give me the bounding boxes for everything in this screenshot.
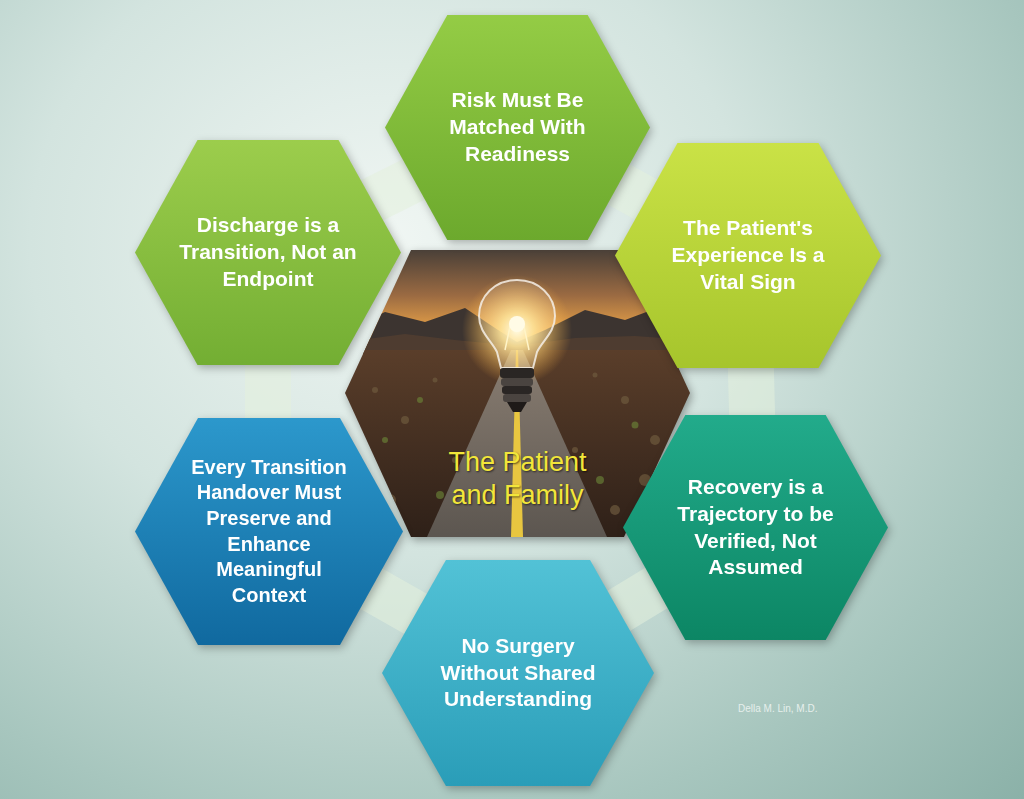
author-credit: Della M. Lin, M.D.	[738, 703, 817, 714]
principle-text: Discharge is a Transition, Not an Endpoi…	[176, 212, 361, 293]
text-stack: The Patient and Family	[428, 446, 608, 511]
text-area: The Patient's Experience Is a Vital Sign	[615, 143, 881, 368]
text-stack: Every Transition Handover Must Preserve …	[190, 455, 348, 609]
hexagon-shape	[135, 418, 403, 645]
text-stack: Discharge is a Transition, Not an Endpoi…	[176, 212, 361, 293]
principle-hexagon: Risk Must Be Matched With Readiness	[385, 15, 650, 240]
text-stack: Recovery is a Trajectory to be Verified,…	[668, 474, 843, 582]
principle-hexagon: No Surgery Without Shared Understanding	[382, 560, 654, 786]
principle-text: Every Transition Handover Must Preserve …	[190, 455, 348, 609]
text-area: Risk Must Be Matched With Readiness	[385, 15, 650, 240]
hexagon-fill	[623, 415, 888, 640]
principle-text: Recovery is a Trajectory to be Verified,…	[668, 474, 843, 582]
text-stack: Risk Must Be Matched With Readiness	[433, 87, 603, 168]
principle-text: The Patient's Experience Is a Vital Sign	[661, 215, 836, 296]
text-stack: The Patient's Experience Is a Vital Sign	[661, 215, 836, 296]
text-area: Recovery is a Trajectory to be Verified,…	[623, 415, 888, 640]
hexagon-fill	[615, 143, 881, 368]
principle-hexagon: The Patient's Experience Is a Vital Sign	[615, 143, 881, 368]
principle-text: No Surgery Without Shared Understanding	[436, 633, 601, 714]
principle-hexagon: Recovery is a Trajectory to be Verified,…	[623, 415, 888, 640]
hexagon-fill	[382, 560, 654, 786]
principle-hexagon: Every Transition Handover Must Preserve …	[135, 418, 403, 645]
center-hexagon: The Patient and Family	[345, 250, 690, 537]
principle-hexagon: Discharge is a Transition, Not an Endpoi…	[135, 140, 401, 365]
text-area: Every Transition Handover Must Preserve …	[135, 418, 403, 645]
hexagon-fill	[135, 418, 403, 645]
hexagon-shape	[623, 415, 888, 640]
hexagon-fill	[385, 15, 650, 240]
text-area: No Surgery Without Shared Understanding	[382, 560, 654, 786]
text-stack: No Surgery Without Shared Understanding	[436, 633, 601, 714]
text-area: Discharge is a Transition, Not an Endpoi…	[135, 140, 401, 365]
hexagon-fill	[135, 140, 401, 365]
principle-text: Risk Must Be Matched With Readiness	[433, 87, 603, 168]
center-title: The Patient and Family	[428, 446, 608, 511]
text-area: The Patient and Family	[345, 250, 690, 537]
